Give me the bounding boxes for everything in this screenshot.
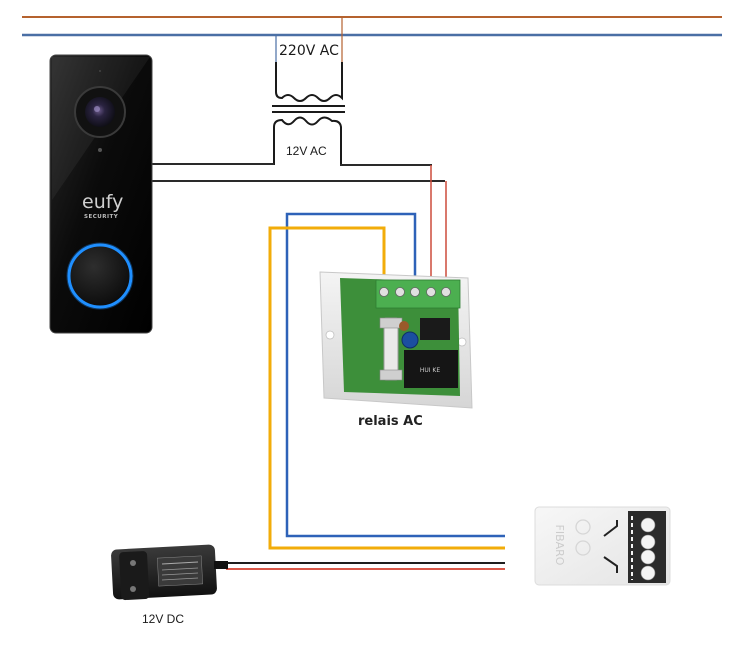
fibaro-switch-symbol-2 [603,556,618,573]
relay-terminal-2 [395,287,405,297]
fibaro-brand-text: FIBARO [553,525,566,566]
power-adapter [111,544,228,601]
fibaro-terminal-3 [640,549,656,565]
doorbell-camera-lens [85,97,115,127]
adapter-label [157,555,203,587]
fibaro-switch-symbol-1 [603,520,618,537]
relay-terminal-3 [410,287,420,297]
doorbell-brand-logo: eufy [82,191,124,213]
relay-capacitor [401,331,419,349]
doorbell [49,54,153,334]
fibaro-terminal-1 [640,517,656,533]
mains-voltage-label: 220V AC [279,43,339,59]
fibaro-terminal-4 [640,565,656,581]
relay-label: relais AC [358,414,423,429]
ac-wire-2 [340,164,432,166]
relay-component [404,350,458,388]
fibaro-terminal-2 [640,534,656,550]
relay-terminal-1 [379,287,389,297]
transformer-secondary-coil [273,116,342,165]
fibaro-module: FIBARO [534,506,671,586]
relay-terminal-4 [426,287,436,297]
relay-component-text: HUI KE [420,367,441,374]
dc-supply-label: 12V DC [142,612,185,626]
transformer-primary-coil [275,62,343,102]
doorbell-button-ring [67,243,133,309]
relay-terminal-5 [441,287,451,297]
secondary-voltage-label: 12V AC [286,144,327,158]
signal-yellow-wire [268,226,505,550]
relay-board: HUI KE [319,271,473,409]
doorbell-sensor-dot [98,148,102,152]
doorbell-sub-brand: SECURITY [84,214,119,220]
signal-blue-wire [285,212,505,538]
